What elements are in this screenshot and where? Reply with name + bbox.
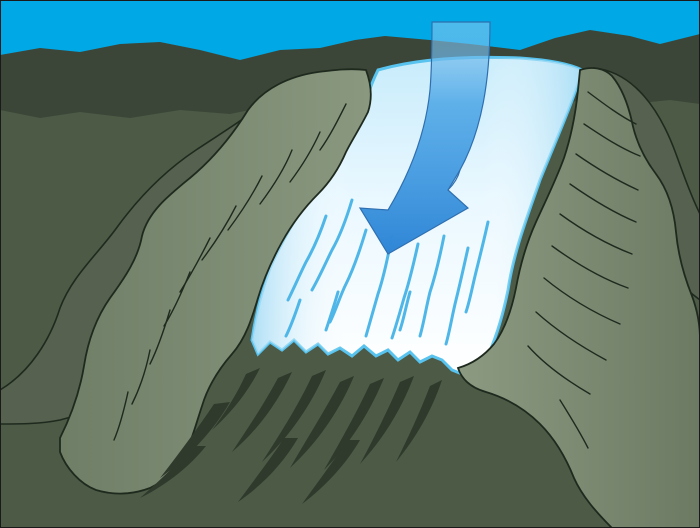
- glacier-diagram: [0, 0, 700, 528]
